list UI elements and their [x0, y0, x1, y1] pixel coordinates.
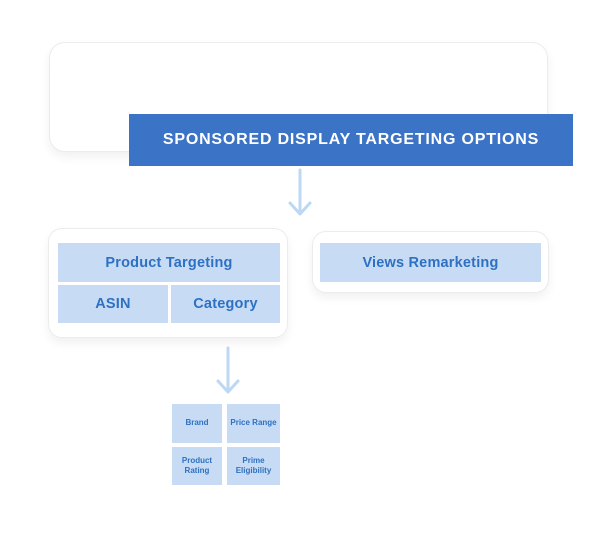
product-rating-cell: Product Rating	[172, 447, 222, 485]
arrow-down-icon	[216, 346, 240, 394]
targeting-options-title: SPONSORED DISPLAY TARGETING OPTIONS	[129, 114, 573, 166]
price-range-cell: Price Range	[227, 404, 280, 443]
asin-cell: ASIN	[58, 285, 168, 323]
targeting-options-card: SPONSORED DISPLAY TARGETING OPTIONS	[49, 42, 573, 166]
brand-cell: Brand	[172, 404, 222, 443]
category-cell: Category	[171, 285, 280, 323]
prime-eligibility-cell: Prime Eligibility	[227, 447, 280, 485]
views-remarketing-cell: Views Remarketing	[320, 243, 541, 282]
product-targeting-header: Product Targeting	[58, 243, 280, 282]
arrow-down-icon	[288, 168, 312, 216]
